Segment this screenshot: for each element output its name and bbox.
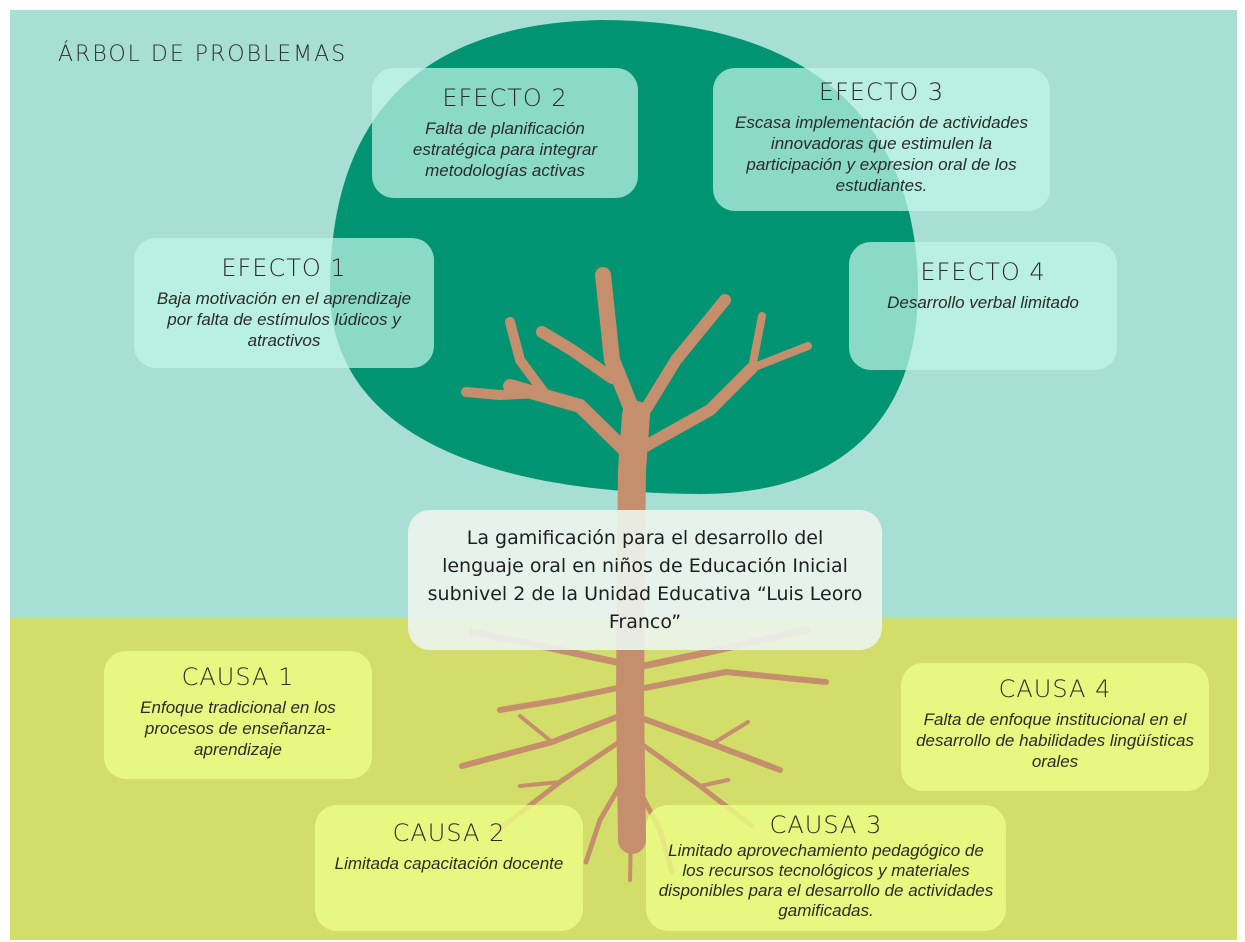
cause-card-1: CAUSA 1 Enfoque tradicional en los proce…	[104, 651, 372, 779]
cause-3-text: Limitado aprovechamiento pedagógico de l…	[658, 841, 994, 920]
central-problem-card: La gamificación para el desarrollo del l…	[408, 510, 882, 650]
cause-1-label: CAUSA 1	[181, 663, 295, 691]
cause-2-text: Limitada capacitación docente	[334, 854, 564, 873]
effect-2-text: Falta de planificación estratégica para …	[412, 119, 598, 180]
cause-card-4: CAUSA 4 Falta de enfoque institucional e…	[901, 663, 1209, 791]
effect-card-2: EFECTO 2 Falta de planificación estratég…	[372, 68, 638, 198]
effect-4-text: Desarrollo verbal limitado	[887, 293, 1079, 312]
effect-card-1: EFECTO 1 Baja motivación en el aprendiza…	[134, 238, 434, 368]
diagram-title: ÁRBOL DE PROBLEMAS	[58, 42, 348, 67]
cause-3-label: CAUSA 3	[769, 811, 883, 839]
effect-card-3: EFECTO 3 Escasa implementación de activi…	[713, 68, 1050, 211]
cause-2-label: CAUSA 2	[392, 819, 506, 847]
cause-card-3: CAUSA 3 Limitado aprovechamiento pedagóg…	[646, 805, 1006, 931]
cause-1-text: Enfoque tradicional en los procesos de e…	[140, 698, 336, 759]
cause-4-label: CAUSA 4	[998, 675, 1112, 703]
effect-1-label: EFECTO 1	[221, 254, 347, 282]
effect-4-label: EFECTO 4	[920, 258, 1046, 286]
effect-3-label: EFECTO 3	[818, 78, 945, 106]
cause-card-2: CAUSA 2 Limitada capacitación docente	[315, 805, 583, 931]
effect-card-4: EFECTO 4 Desarrollo verbal limitado	[849, 242, 1117, 370]
effect-1-text: Baja motivación en el aprendizaje por fa…	[156, 289, 412, 350]
effect-2-label: EFECTO 2	[442, 84, 568, 112]
effect-3-text: Escasa implementación de actividades inn…	[735, 113, 1028, 195]
cause-4-text: Falta de enfoque institucional en el des…	[916, 710, 1194, 771]
